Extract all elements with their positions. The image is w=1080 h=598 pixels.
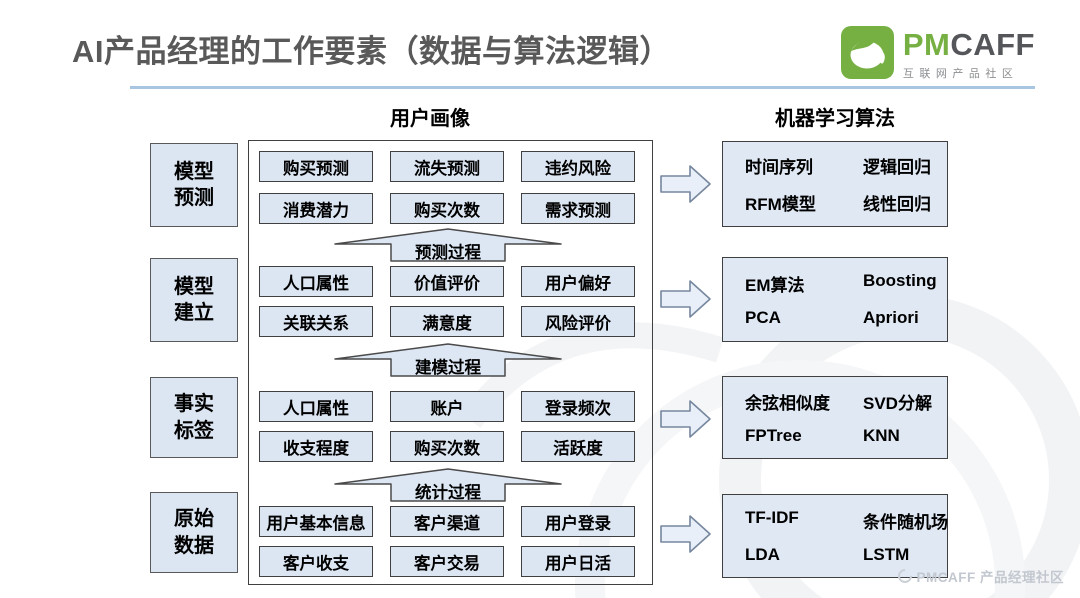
stage-label-line: 模型 — [174, 160, 214, 183]
column-header-ml-algorithms: 机器学习算法 — [775, 108, 895, 130]
algorithm-item: 条件随机场 — [863, 512, 948, 532]
column-header-user-profile: 用户画像 — [390, 108, 470, 130]
profile-cell: 客户收支 — [259, 546, 373, 577]
algorithm-box-fact-labels: 余弦相似度 SVD分解 FPTree KNN — [722, 376, 948, 459]
profile-cell: 人口属性 — [259, 391, 373, 422]
algorithm-item: KNN — [863, 426, 900, 445]
profile-cell: 收支程度 — [259, 431, 373, 462]
algorithm-item: FPTree — [745, 426, 802, 445]
pmcaff-wordmark: PMCAFF — [903, 29, 1035, 60]
logo-pm: PM — [902, 27, 951, 62]
stage-label-line: 标签 — [174, 419, 214, 442]
algorithm-box-raw-data: TF-IDF 条件随机场 LDA LSTM — [722, 494, 948, 578]
algorithm-item: LDA — [745, 544, 780, 564]
profile-cell: 价值评价 — [390, 266, 504, 297]
pmcaff-logo-icon — [840, 26, 894, 79]
algorithm-item: TF-IDF — [745, 507, 799, 527]
stage-label-model-prediction: 模型 预测 — [150, 143, 238, 227]
profile-cell: 购买预测 — [259, 151, 373, 182]
pmcaff-logo: PMCAFF 互联网产品社区 — [840, 26, 1035, 81]
process-arrow-label: 建模过程 — [415, 359, 481, 377]
profile-cell: 人口属性 — [259, 266, 373, 297]
algorithm-item: 逻辑回归 — [863, 158, 931, 177]
profile-cell: 客户交易 — [390, 546, 504, 577]
user-profile-container: 购买预测 流失预测 违约风险 消费潜力 购买次数 需求预测 预测过程 人口属性 … — [248, 140, 653, 585]
profile-cell: 登录频次 — [521, 391, 635, 422]
stage-label-raw-data: 原始 数据 — [150, 492, 238, 573]
profile-cell: 满意度 — [390, 306, 504, 337]
flow-right-arrow-icon — [660, 165, 711, 203]
stage-label-line: 预测 — [174, 187, 214, 209]
process-arrow-label: 预测过程 — [415, 244, 481, 262]
profile-cell: 用户登录 — [521, 506, 635, 537]
stage-label-line: 原始 — [174, 508, 214, 531]
algorithm-item: PCA — [745, 308, 781, 327]
stage-label-model-building: 模型 建立 — [150, 258, 238, 342]
profile-cell: 需求预测 — [521, 193, 635, 224]
algorithm-item: LSTM — [863, 544, 910, 564]
process-up-arrow-prediction: 预测过程 — [334, 228, 562, 262]
logo-tagline: 互联网产品社区 — [902, 68, 1019, 80]
algorithm-item: 线性回归 — [863, 195, 931, 214]
algorithm-item: SVD分解 — [863, 394, 932, 413]
algorithm-item: Apriori — [863, 308, 919, 327]
algorithm-box-model-prediction: 时间序列 逻辑回归 RFM模型 线性回归 — [722, 141, 948, 227]
stage-label-line: 数据 — [174, 534, 214, 557]
footer-watermark: PMCAFF 产品经理社区 — [894, 566, 1065, 586]
algorithm-box-model-building: EM算法 Boosting PCA Apriori — [722, 257, 948, 342]
page-title: AI产品经理的工作要素（数据与算法逻辑） — [72, 34, 671, 69]
profile-cell: 用户偏好 — [521, 266, 635, 297]
process-arrow-label: 统计过程 — [415, 484, 481, 502]
profile-cell: 客户渠道 — [390, 506, 504, 537]
logo-caff: CAFF — [950, 27, 1035, 62]
algorithm-item: 余弦相似度 — [745, 394, 830, 413]
stage-label-line: 建立 — [174, 302, 214, 324]
profile-cell: 活跃度 — [521, 431, 635, 462]
profile-cell: 风险评价 — [521, 306, 635, 337]
pmcaff-watermark-icon — [894, 566, 915, 586]
process-up-arrow-statistics: 统计过程 — [334, 468, 562, 502]
profile-cell: 流失预测 — [390, 151, 504, 182]
title-underline — [130, 86, 1035, 89]
process-up-arrow-modeling: 建模过程 — [334, 343, 562, 377]
profile-cell: 违约风险 — [521, 151, 635, 182]
flow-right-arrow-icon — [660, 280, 711, 318]
profile-cell: 用户基本信息 — [259, 506, 373, 537]
flow-right-arrow-icon — [660, 400, 711, 438]
algorithm-item: RFM模型 — [745, 195, 816, 214]
algorithm-item: EM算法 — [745, 276, 805, 295]
stage-label-line: 事实 — [174, 393, 214, 416]
pmcaff-logo-text: PMCAFF 互联网产品社区 — [903, 26, 1035, 81]
flow-right-arrow-icon — [660, 515, 711, 553]
profile-cell: 用户日活 — [521, 546, 635, 577]
profile-cell: 关联关系 — [259, 306, 373, 337]
stage-label-fact-labels: 事实 标签 — [150, 377, 238, 458]
profile-cell: 购买次数 — [390, 193, 504, 224]
algorithm-item: 时间序列 — [745, 158, 813, 177]
footer-watermark-text: PMCAFF 产品经理社区 — [916, 570, 1064, 585]
profile-cell: 账户 — [390, 391, 504, 422]
profile-cell: 消费潜力 — [259, 193, 373, 224]
profile-cell: 购买次数 — [390, 431, 504, 462]
stage-label-line: 模型 — [174, 275, 214, 298]
algorithm-item: Boosting — [863, 271, 937, 290]
